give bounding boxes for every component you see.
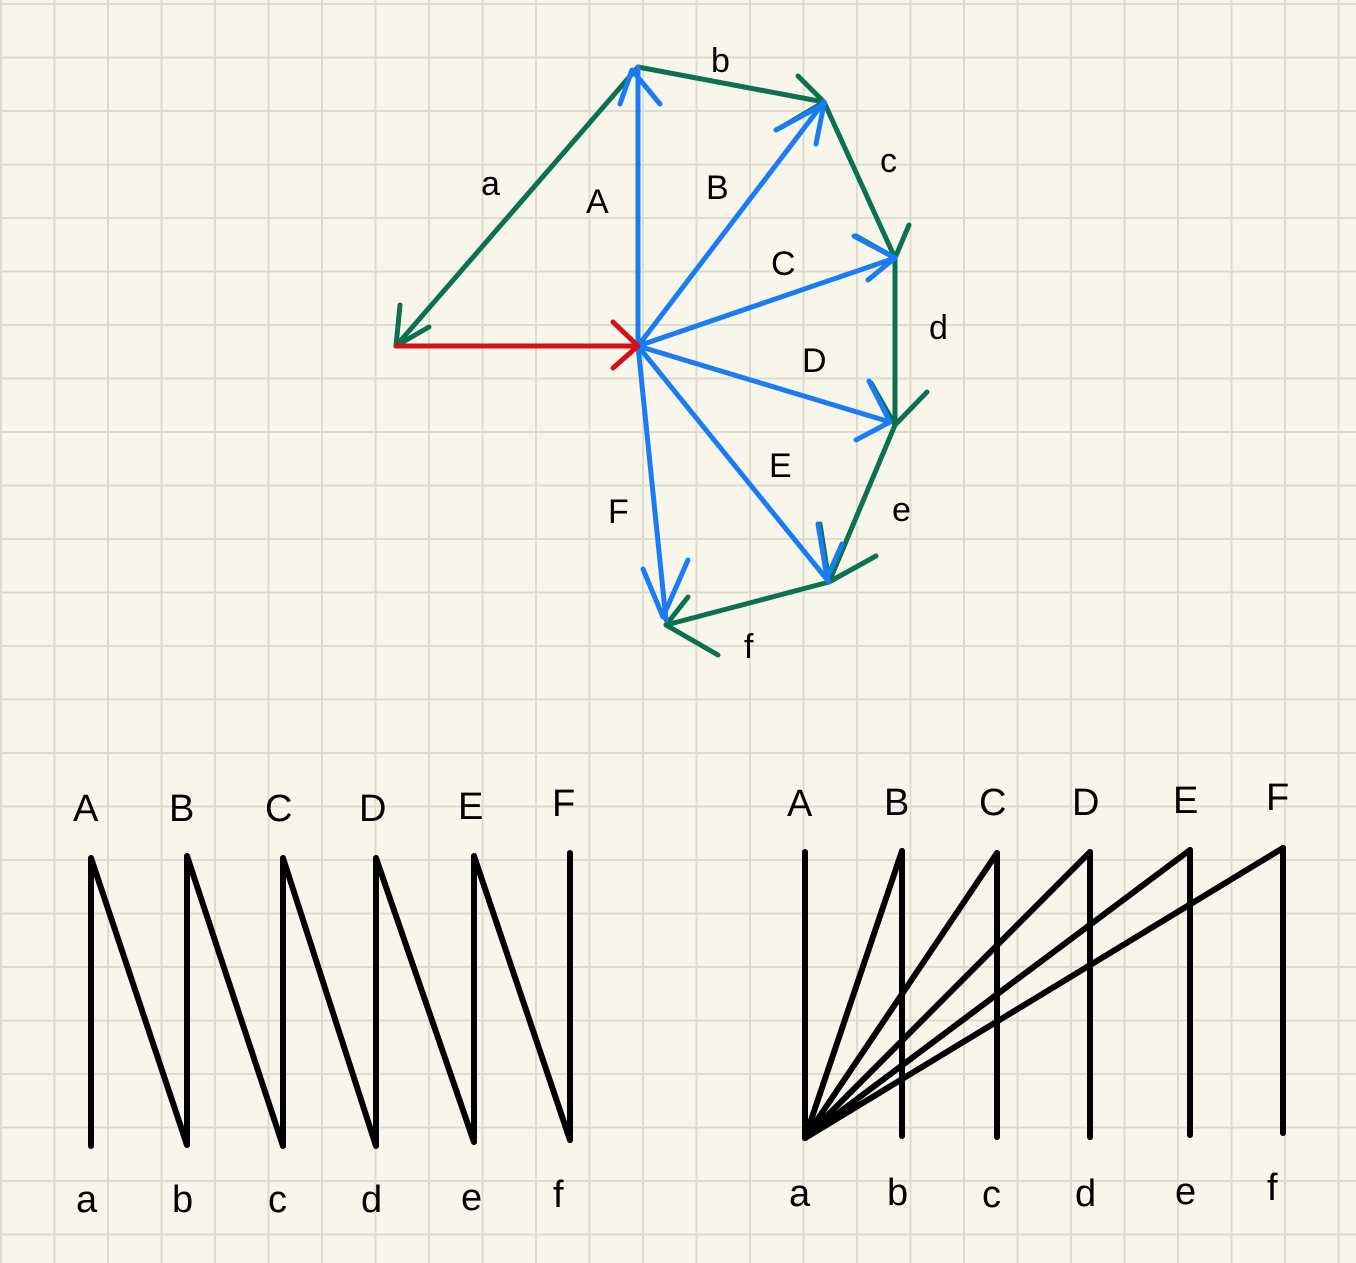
zigzag-top-F: F <box>552 783 575 825</box>
fan-top-A: A <box>787 783 813 825</box>
fan-top-labels: A B C D E F <box>787 777 1289 825</box>
vector-e <box>817 422 898 585</box>
vector-A <box>617 64 663 349</box>
fan-bottom-e: e <box>1175 1171 1196 1213</box>
fan-top-F: F <box>1266 777 1289 819</box>
zigzag-bottom-e: e <box>461 1177 482 1219</box>
fan-diagram: A B C D E F a b c d e f <box>787 777 1289 1216</box>
zigzag-bottom-f: f <box>553 1174 564 1216</box>
label-a: a <box>481 165 500 203</box>
zigzag-bottom-c: c <box>268 1179 287 1221</box>
fan-diagonal-lines <box>802 845 1286 1141</box>
zigzag-bottom-a: a <box>76 1179 98 1221</box>
zigzag-path <box>88 850 573 1149</box>
label-b: b <box>711 42 730 80</box>
zigzag-top-C: C <box>265 788 292 830</box>
vector-diagram: A B C D E F a b c d e f <box>393 42 948 666</box>
zigzag-bottom-b: b <box>172 1179 193 1221</box>
blue-vectors <box>617 64 898 623</box>
zigzag-top-E: E <box>458 786 483 828</box>
fan-diag-D <box>802 849 1093 1141</box>
label-A: A <box>586 183 609 221</box>
vector-E <box>635 343 845 585</box>
fan-top-C: C <box>979 782 1006 824</box>
fan-bottom-d: d <box>1075 1173 1096 1215</box>
label-f: f <box>744 628 754 666</box>
vector-D <box>635 343 893 443</box>
fan-bottom-c: c <box>982 1174 1001 1216</box>
zigzag-top-D: D <box>359 788 386 830</box>
fan-diag-B <box>802 848 905 1141</box>
vector-labels: A B C D E F a b c d e f <box>481 42 948 666</box>
vector-B <box>635 99 827 349</box>
fan-top-B: B <box>884 782 909 824</box>
zigzag-top-B: B <box>169 788 194 830</box>
fan-bottom-a: a <box>789 1173 811 1215</box>
fan-top-E: E <box>1173 780 1198 822</box>
label-c: c <box>880 142 897 180</box>
vector-F <box>635 343 691 623</box>
fan-bottom-f: f <box>1267 1167 1278 1209</box>
zigzag-top-A: A <box>73 788 99 830</box>
zigzag-diagram: A B C D E F a b c d e f <box>73 783 575 1221</box>
label-d: d <box>929 309 948 347</box>
label-e: e <box>892 491 911 529</box>
label-F: F <box>608 493 629 531</box>
fan-bottom-labels: a b c d e f <box>789 1167 1278 1216</box>
zigzag-top-labels: A B C D E F <box>73 783 575 830</box>
fan-top-D: D <box>1072 782 1099 824</box>
vector-C <box>635 233 898 349</box>
label-D: D <box>802 342 827 380</box>
fan-diag-F <box>802 845 1286 1141</box>
label-C: C <box>771 245 796 283</box>
label-B: B <box>706 169 729 207</box>
label-E: E <box>769 447 792 485</box>
vector-f <box>663 579 832 658</box>
vector-c <box>821 99 912 261</box>
fan-diag-C <box>802 850 1000 1141</box>
zigzag-bottom-labels: a b c d e f <box>76 1174 564 1221</box>
resultant-vector-red <box>393 319 641 371</box>
fan-bottom-b: b <box>887 1172 908 1214</box>
fan-diag-E <box>802 847 1193 1141</box>
zigzag-bottom-d: d <box>361 1179 382 1221</box>
